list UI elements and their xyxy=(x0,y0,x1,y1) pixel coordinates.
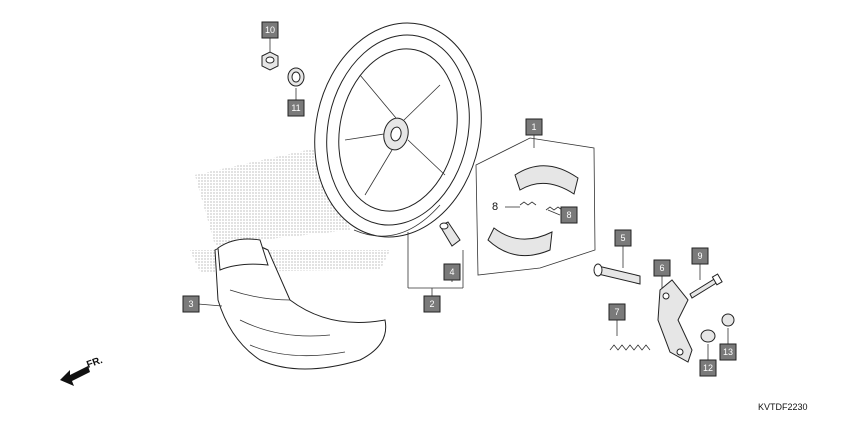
callout-7: 7 xyxy=(608,303,626,321)
callout-11: 11 xyxy=(287,99,305,117)
callout-12: 12 xyxy=(699,359,717,377)
callout-6: 6 xyxy=(653,259,671,277)
svg-text:3: 3 xyxy=(188,299,193,309)
callout-1: 1 xyxy=(525,118,543,136)
svg-text:4: 4 xyxy=(449,267,454,277)
front-direction-label: FR. xyxy=(85,355,104,371)
svg-text:11: 11 xyxy=(291,103,300,113)
svg-text:9: 9 xyxy=(697,251,702,261)
callout-5: 5 xyxy=(614,229,632,247)
brake-arm-drawing xyxy=(657,279,693,363)
brake-shaft-drawing xyxy=(593,263,641,285)
svg-text:2: 2 xyxy=(429,299,434,309)
callout-2: 2 xyxy=(423,295,441,313)
svg-text:6: 6 xyxy=(659,263,664,273)
callout-3: 3 xyxy=(182,295,200,313)
adjusting-nut-drawing xyxy=(721,313,735,327)
svg-text:7: 7 xyxy=(614,307,619,317)
callout-10: 10 xyxy=(261,21,279,39)
tire-drawing xyxy=(214,238,387,370)
bolt-drawing xyxy=(689,273,723,299)
rear-wheel-drawing xyxy=(314,22,482,238)
plain-label-8: 8 xyxy=(492,201,498,213)
svg-text:5: 5 xyxy=(620,233,625,243)
svg-text:12: 12 xyxy=(703,363,713,373)
spring-drawing xyxy=(609,344,651,351)
svg-text:13: 13 xyxy=(723,347,733,357)
front-direction-indicator: FR. xyxy=(60,355,104,386)
callout-9: 9 xyxy=(691,247,709,265)
callout-13: 13 xyxy=(719,343,737,361)
valve-drawing xyxy=(439,221,461,247)
diagram-code: KVTDF2230 xyxy=(758,402,808,412)
washer-drawing xyxy=(287,67,305,87)
callout-4: 4 xyxy=(443,263,461,281)
svg-text:1: 1 xyxy=(531,122,536,132)
nut-drawing xyxy=(261,51,279,71)
brake-shoe-assembly xyxy=(475,137,596,276)
front-arrow-icon xyxy=(60,366,90,386)
svg-text:10: 10 xyxy=(265,25,275,35)
svg-text:8: 8 xyxy=(566,210,571,220)
callout-8: 8 xyxy=(560,206,578,224)
joint-drawing xyxy=(700,329,716,343)
leader-lines xyxy=(197,38,729,360)
